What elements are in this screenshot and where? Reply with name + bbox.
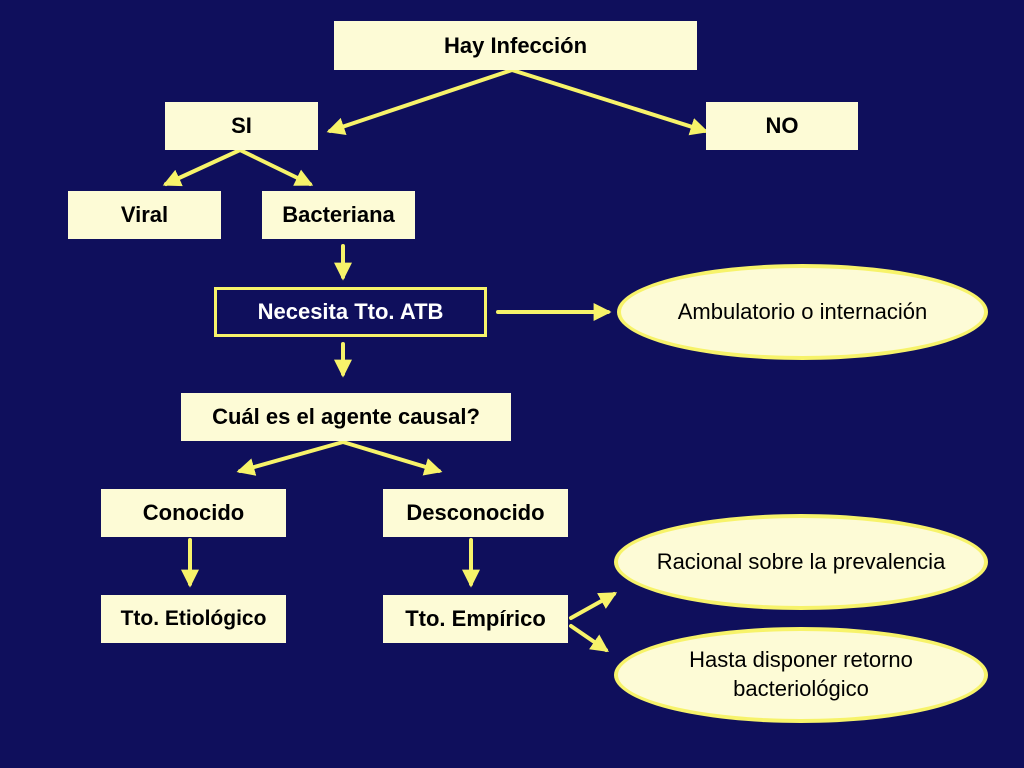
hasta-disponer-line-2: bacteriológico xyxy=(733,676,869,701)
arrow-agente-to-conocido xyxy=(236,440,345,476)
arrow-infeccion-to-no xyxy=(510,68,709,136)
node-tto-etiologico: Tto. Etiológico xyxy=(101,595,286,643)
node-ambulatorio-internacion: Ambulatorio o internación xyxy=(617,264,988,360)
arrow-si-to-viral xyxy=(162,148,242,187)
arrow-agente-to-desconocido xyxy=(341,440,443,476)
node-racional-prevalencia: Racional sobre la prevalencia xyxy=(614,514,988,610)
arrow-si-to-bacteriana xyxy=(238,148,314,186)
arrow-empirico-to-hasta xyxy=(569,624,609,653)
node-hasta-disponer-retorno: Hasta disponer retorno bacteriológico xyxy=(614,627,988,723)
node-conocido: Conocido xyxy=(101,489,286,537)
node-desconocido: Desconocido xyxy=(383,489,568,537)
node-si: SI xyxy=(165,102,318,150)
node-agente-causal: Cuál es el agente causal? xyxy=(181,393,511,441)
arrow-empirico-to-racional xyxy=(569,592,618,620)
node-necesita-tto-atb: Necesita Tto. ATB xyxy=(214,287,487,337)
node-viral: Viral xyxy=(68,191,221,239)
hasta-disponer-line-1: Hasta disponer retorno xyxy=(689,647,913,673)
node-hay-infeccion: Hay Infección xyxy=(334,21,697,70)
node-no: NO xyxy=(706,102,858,150)
node-tto-empirico: Tto. Empírico xyxy=(383,595,568,643)
node-bacteriana: Bacteriana xyxy=(262,191,415,239)
arrow-infeccion-to-si xyxy=(326,68,514,135)
